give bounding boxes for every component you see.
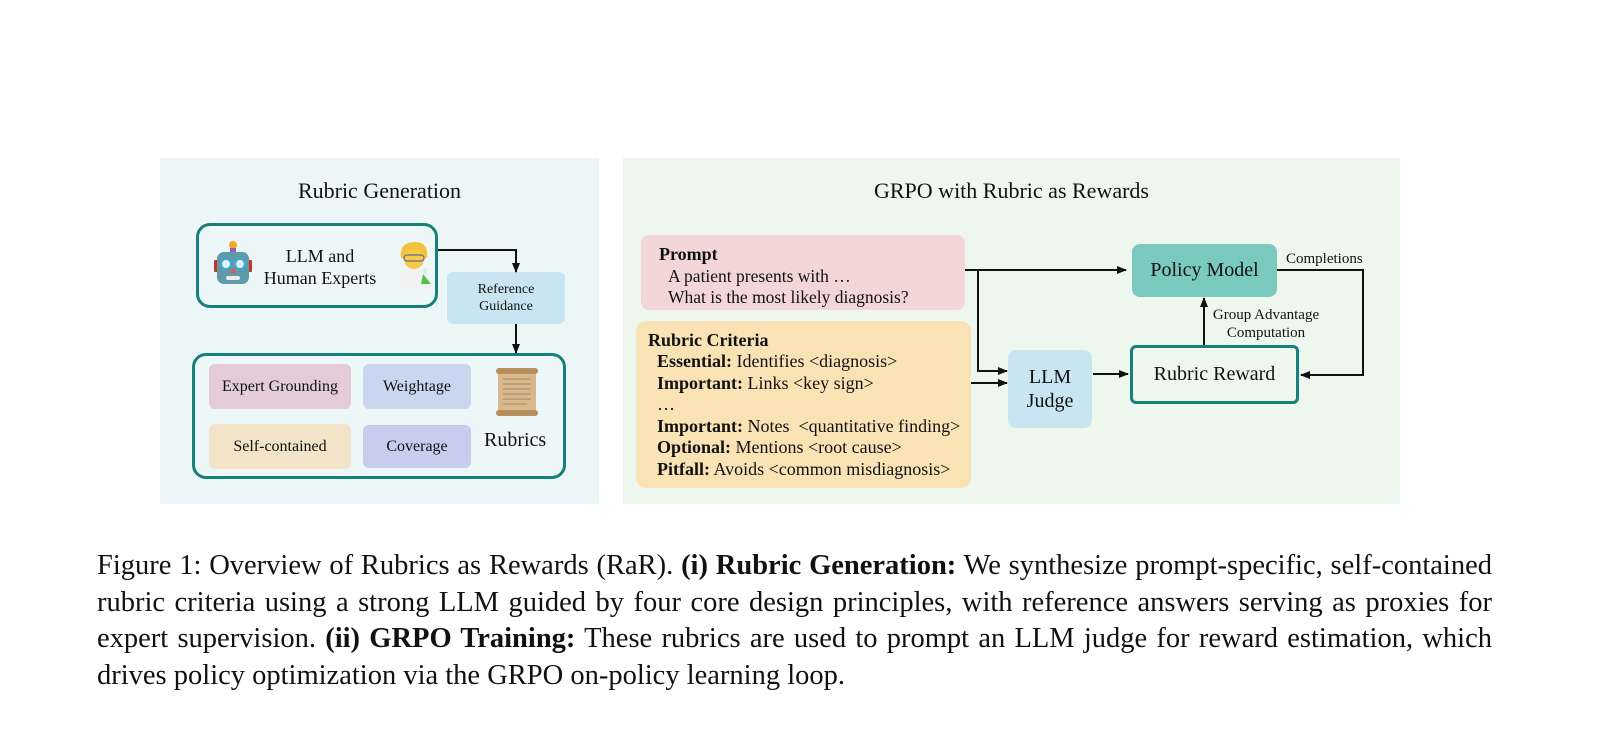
llm-human-experts-box: LLM and Human Experts <box>196 223 438 308</box>
principle-label: Expert Grounding <box>222 377 338 395</box>
reference-line-2: Guidance <box>479 299 533 314</box>
rubric-criteria-heading: Rubric Criteria <box>648 330 769 350</box>
rubric-item: Pitfall: Avoids <common misdiagnosis> <box>657 458 951 479</box>
completions-label: Completions <box>1286 251 1363 267</box>
rubric-item: Essential: Identifies <diagnosis> <box>657 351 898 371</box>
caption-part1-text: We synthesize prompt-specific, self-cont… <box>97 550 1492 654</box>
rubric-item-ellipsis: … <box>657 394 675 414</box>
rubric-reward-box: Rubric Reward <box>1130 345 1299 404</box>
principle-weightage: Weightage <box>363 364 471 409</box>
prompt-heading: Prompt <box>659 244 718 264</box>
rubric-item: Important: Links <key sign> <box>657 372 874 393</box>
reference-guidance-box: Reference Guidance <box>447 272 565 324</box>
principle-self-contained: Self-contained <box>209 424 351 469</box>
rubric-generation-title: Rubric Generation <box>297 178 462 203</box>
principle-label: Weightage <box>382 377 451 395</box>
principle-label: Self-contained <box>233 437 327 455</box>
judge-line-1: LLM <box>1028 366 1072 388</box>
source-line-1: LLM and <box>285 246 355 266</box>
rubric-criteria-box: Rubric Criteria Essential: Identifies <d… <box>636 321 971 488</box>
grpo-title: GRPO with Rubric as Rewards <box>874 178 1149 203</box>
advantage-label-2: Computation <box>1226 325 1306 341</box>
rubric-item: Important: Notes <quantitative finding> <box>657 415 961 436</box>
robot-icon <box>213 240 253 286</box>
figure-caption: Figure 1: Overview of Rubrics as Rewards… <box>97 548 1492 694</box>
policy-model-label: Policy Model <box>1150 259 1259 281</box>
policy-model-box: Policy Model <box>1132 244 1277 297</box>
prompt-line-2: What is the most likely diagnosis? <box>668 287 909 307</box>
caption-prefix: Figure 1: Overview of Rubrics as Rewards… <box>97 550 682 581</box>
judge-line-2: Judge <box>1026 390 1074 412</box>
caption-part1-heading: (i) Rubric Generation: <box>681 550 957 581</box>
principle-coverage: Coverage <box>363 425 471 468</box>
prompt-line-1: A patient presents with … <box>668 266 851 286</box>
source-line-2: Human Experts <box>263 267 377 288</box>
caption-part2-heading: (ii) GRPO Training: <box>325 623 576 654</box>
advantage-label-1: Group Advantage <box>1212 307 1320 323</box>
principle-expert-grounding: Expert Grounding <box>209 364 351 409</box>
scientist-icon <box>393 238 435 288</box>
rubric-reward-label: Rubric Reward <box>1153 363 1276 385</box>
rubrics-label: Rubrics <box>484 429 547 451</box>
reference-line-1: Reference <box>477 282 535 297</box>
principle-label: Coverage <box>386 437 448 455</box>
caption-part2-text: These rubrics are used to prompt an LLM … <box>97 623 1492 691</box>
prompt-box: Prompt A patient presents with … What is… <box>641 235 965 310</box>
rubric-item: Optional: Mentions <root cause> <box>657 437 902 457</box>
scroll-icon <box>494 367 540 417</box>
llm-judge-box: LLM Judge <box>1008 350 1092 428</box>
